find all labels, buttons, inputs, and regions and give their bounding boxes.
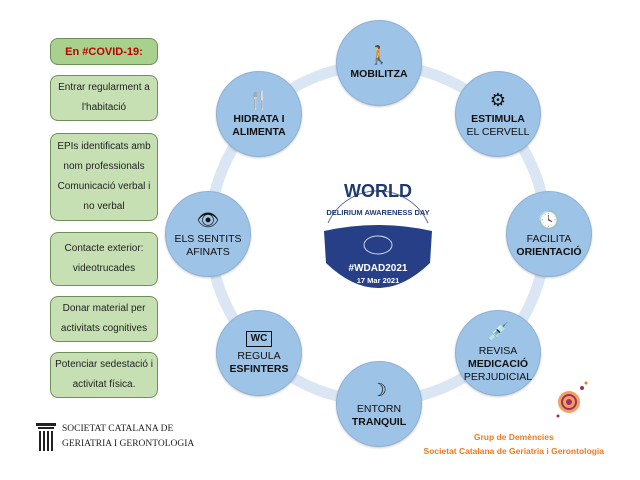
node-mobilitza: 🚶 MOBILITZA <box>336 20 422 106</box>
covid-title: En #COVID-19: <box>50 38 158 65</box>
eye-icon: 👁 <box>196 209 220 230</box>
grup-line: Grup de Demències <box>473 432 554 442</box>
covid-item: Potenciar sedestació i activitat física. <box>50 352 158 398</box>
brain-icon <box>363 235 393 255</box>
logo-world: WORLD <box>344 181 412 201</box>
covid-item-text: Entrar regularment a l'habitació <box>58 82 150 113</box>
moon-icon: ☽ <box>370 379 388 400</box>
grup-line: Societat Catalana de Geriatria i Geronto… <box>423 446 604 456</box>
fork-knife-icon: 🍴 <box>247 89 271 110</box>
node-label: ENTORN <box>356 402 402 415</box>
scgg-logo: SOCIETAT CATALANA DE GERIATRIA I GERONTOL… <box>36 422 194 452</box>
node-label: ESTIMULA <box>471 112 525 125</box>
node-label: AFINATS <box>186 245 230 258</box>
node-label: FACILITA <box>526 232 572 245</box>
node-label: PERJUDICIAL <box>463 371 533 383</box>
syringe-icon: 💉 <box>486 322 510 342</box>
covid-item: Donar material per activitats cognitives <box>50 296 158 342</box>
brain-gears-icon: ⚙ <box>489 89 507 110</box>
covid-item: Contacte exterior: videotrucades <box>50 232 158 286</box>
scgg-line: GERIATRIA I GERONTOLOGIA <box>62 439 195 449</box>
spiral-logo-icon <box>556 381 588 418</box>
node-label: ESFINTERS <box>229 362 289 375</box>
node-label: MOBILITZA <box>350 68 408 80</box>
covid-item-text: Comunicació verbal i no verbal <box>57 181 151 212</box>
clock-icon: 🕓 <box>537 209 561 230</box>
mask-shape <box>324 225 432 288</box>
covid-item-text: Donar material per activitats cognitives <box>60 303 148 334</box>
column-icon <box>36 423 56 451</box>
covid-title-text: En #COVID-19: <box>65 45 143 58</box>
node-label: HIDRATA I <box>233 112 285 125</box>
wdad-logo: WORLD DELIRIUM AWARENESS DAY #WDAD2021 1… <box>324 181 432 288</box>
wc-icon: WC <box>245 330 273 347</box>
covid-item-text: Contacte exterior: videotrucades <box>64 243 144 274</box>
node-label: REVISA <box>478 345 518 357</box>
covid-item-text: Potenciar sedestació i activitat física. <box>55 359 153 390</box>
logo-date: 17 Mar 2021 <box>357 276 400 285</box>
covid-item: Entrar regularment a l'habitació <box>50 75 158 121</box>
logo-subtitle: DELIRIUM AWARENESS DAY <box>326 208 429 217</box>
node-label: EL CERVELL <box>466 125 530 138</box>
node-label: REGULA <box>237 349 281 362</box>
logo-hashtag: #WDAD2021 <box>349 263 408 274</box>
covid-item-text: EPIs identificats amb nom professionals <box>57 141 151 172</box>
scgg-line: SOCIETAT CATALANA DE <box>62 424 174 434</box>
node-label: MEDICACIÓ <box>467 358 529 370</box>
walking-icon: 🚶 <box>367 45 391 65</box>
node-label: ELS SENTITS <box>174 232 242 245</box>
node-label: TRANQUIL <box>351 415 407 428</box>
node-label: ALIMENTA <box>232 125 286 138</box>
node-label: ORIENTACIÓ <box>516 245 582 258</box>
